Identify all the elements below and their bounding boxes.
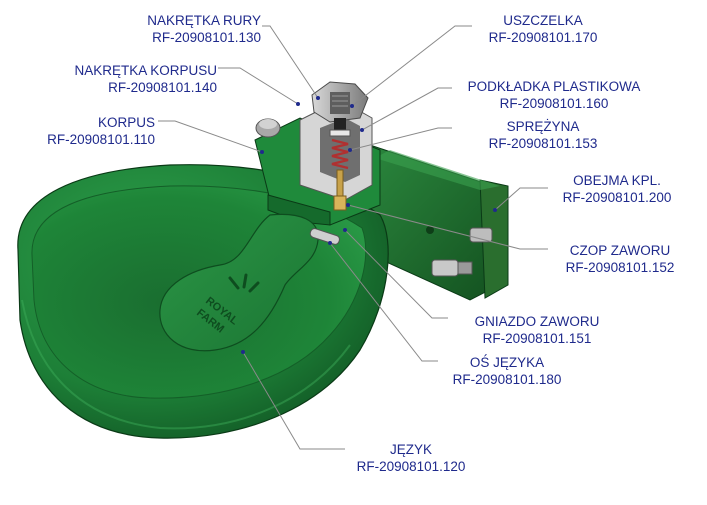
leader-sprezyna (349, 127, 452, 151)
leader-nakretka-korpusu (218, 67, 299, 105)
part-name: USZCZELKA (503, 13, 583, 28)
label-os-jezyka: OŚ JĘZYKA RF-20908101.180 (432, 354, 582, 388)
part-code: RF-20908101.151 (482, 331, 592, 346)
leader-obejma (494, 187, 548, 211)
part-code: RF-20908101.170 (488, 30, 598, 45)
label-nakretka-korpusu: NAKRĘTKA KORPUSU RF-20908101.140 (74, 62, 217, 96)
label-podkladka: PODKŁADKA PLASTIKOWA RF-20908101.160 (448, 78, 660, 112)
label-sprezyna: SPRĘŻYNA RF-20908101.153 (468, 118, 618, 152)
part-code: RF-20908101.160 (499, 96, 609, 111)
part-name: SPRĘŻYNA (506, 119, 580, 134)
part-name: PODKŁADKA PLASTIKOWA (467, 79, 641, 94)
leader-lines (158, 25, 548, 450)
part-code: RF-20908101.180 (452, 372, 562, 387)
part-name: NAKRĘTKA KORPUSU (74, 63, 217, 78)
wall-bracket (354, 139, 509, 301)
leader-gniazdo (344, 229, 448, 319)
part-name: GNIAZDO ZAWORU (474, 314, 600, 329)
pipe-nut (311, 81, 369, 123)
leader-jezyk (242, 351, 345, 450)
label-czop: CZOP ZAWORU RF-20908101.152 (545, 242, 695, 276)
label-uszczelka: USZCZELKA RF-20908101.170 (478, 12, 608, 46)
tongue: ROYAL FARM (159, 213, 340, 352)
part-code: RF-20908101.110 (47, 132, 155, 147)
part-name: OŚ JĘZYKA (469, 355, 545, 370)
label-korpus: KORPUS RF-20908101.110 (47, 114, 155, 148)
leader-endpoints (241, 96, 497, 354)
spring-and-pin (329, 118, 351, 211)
label-gniazdo: GNIAZDO ZAWORU RF-20908101.151 (452, 313, 622, 347)
leader-os-jezyka (329, 242, 438, 362)
part-code: RF-20908101.200 (562, 190, 672, 205)
valve-housing (254, 99, 381, 226)
leader-czop (347, 204, 548, 250)
part-name: KORPUS (97, 115, 155, 130)
leader-uszczelka (351, 25, 472, 107)
label-jezyk: JĘZYK RF-20908101.120 (336, 441, 486, 475)
label-nakretka-rury: NAKRĘTKA RURY RF-20908101.130 (147, 12, 261, 46)
part-code: RF-20908101.153 (488, 136, 598, 151)
leader-podkladka (361, 87, 452, 131)
part-name: JĘZYK (389, 442, 432, 457)
part-name: OBEJMA KPL. (573, 173, 661, 188)
part-name: CZOP ZAWORU (569, 243, 671, 258)
label-obejma: OBEJMA KPL. RF-20908101.200 (542, 172, 692, 206)
part-name: NAKRĘTKA RURY (147, 13, 261, 28)
part-code: RF-20908101.152 (565, 260, 675, 275)
part-code: RF-20908101.130 (152, 30, 261, 45)
leader-nakretka-rury (262, 25, 319, 99)
part-code: RF-20908101.140 (108, 80, 217, 95)
leader-korpus (158, 120, 263, 153)
part-code: RF-20908101.120 (356, 459, 466, 474)
